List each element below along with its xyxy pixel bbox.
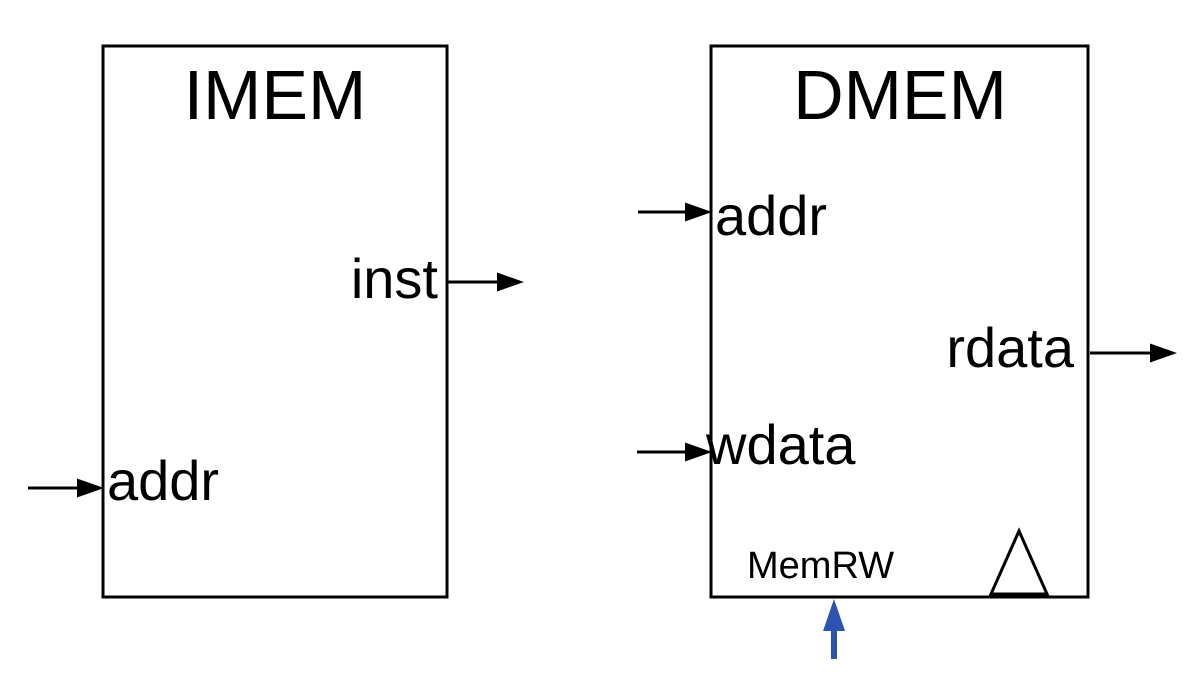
memrw-control-arrowhead-icon <box>823 599 845 631</box>
imem-addr-arrowhead-icon <box>77 478 104 498</box>
imem-port-addr-label: addr <box>107 449 219 512</box>
imem-block: IMEM addr inst <box>28 44 524 599</box>
imem-port-inst-label: inst <box>351 247 439 310</box>
dmem-port-wdata-label: wdata <box>705 413 856 476</box>
dmem-port-memrw-label: MemRW <box>747 545 894 587</box>
dmem-block: DMEM addr wdata rdata MemRW <box>637 44 1177 659</box>
dmem-addr-input-arrow <box>638 202 712 222</box>
dmem-box <box>709 44 1090 599</box>
dmem-wdata-arrowhead-icon <box>685 442 712 462</box>
clock-edge-triangle-icon <box>988 527 1050 596</box>
imem-addr-input-arrow <box>28 478 104 498</box>
dmem-port-addr-label: addr <box>715 184 827 247</box>
imem-inst-arrowhead-icon <box>497 272 524 292</box>
memrw-control-arrow <box>823 599 845 659</box>
dmem-rdata-output-arrow <box>1090 343 1177 363</box>
dmem-port-rdata-label: rdata <box>946 316 1074 379</box>
dmem-rdata-arrowhead-icon <box>1150 343 1177 363</box>
dmem-wdata-input-arrow <box>637 442 712 462</box>
imem-inst-output-arrow <box>447 272 524 292</box>
imem-box <box>101 44 449 599</box>
dmem-title: DMEM <box>793 56 1007 134</box>
dmem-addr-arrowhead-icon <box>685 202 712 222</box>
imem-title: IMEM <box>184 56 367 134</box>
